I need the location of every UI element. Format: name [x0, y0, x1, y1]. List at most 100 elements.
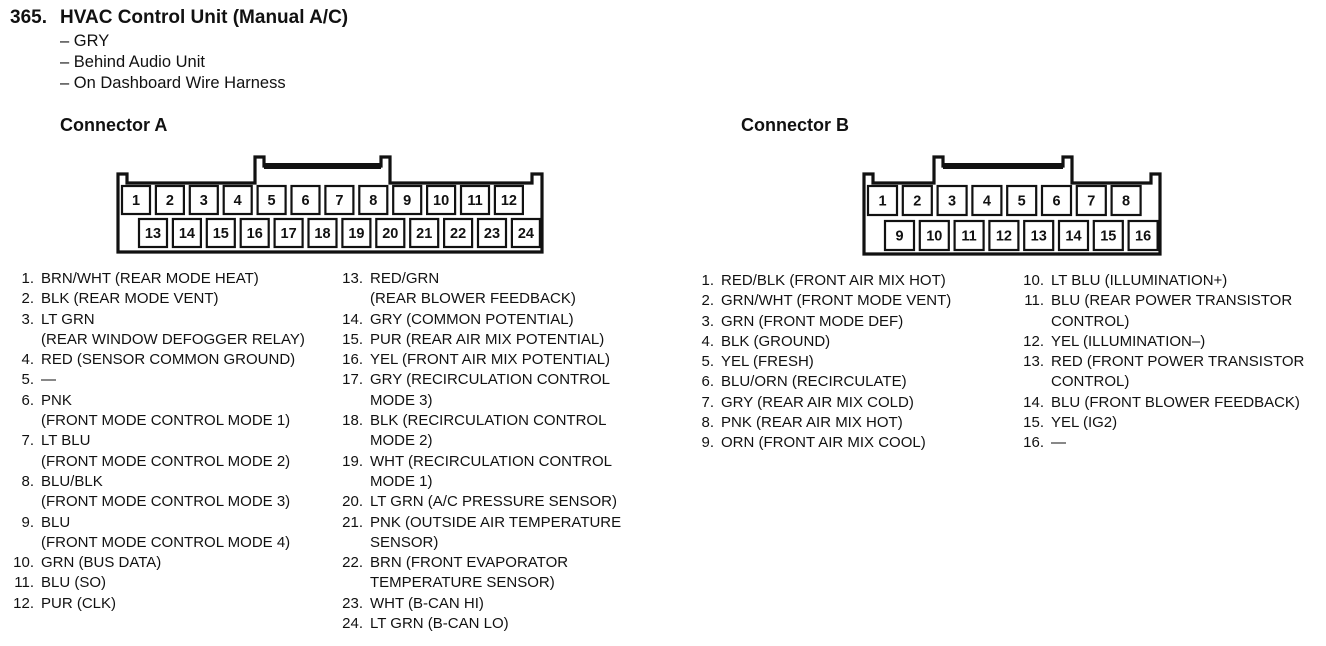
pin-number: 23 [484, 226, 500, 242]
connector-a-title: Connector A [60, 115, 168, 135]
pin-list-number: 18. [342, 412, 363, 430]
pin-list-description: PNK (REAR AIR MIX HOT) [721, 414, 903, 432]
pin-list-item: 19.WHT (RECIRCULATION CONTROL MODE 1) [339, 452, 621, 493]
pin-list-number: 9. [21, 513, 34, 531]
pin-list-description: RED/GRN (REAR BLOWER FEEDBACK) [370, 270, 576, 308]
pin-list-item: 12.PUR (CLK) [10, 594, 305, 614]
pin-list-item: 14.GRY (COMMON POTENTIAL) [339, 310, 621, 330]
pin-list-description: BLK (RECIRCULATION CONTROL MODE 2) [370, 412, 607, 450]
pin-cavity [137, 217, 169, 249]
pin-list-item: 2.BLK (REAR MODE VENT) [10, 289, 305, 309]
pin-list-item: 8.BLU/BLK (FRONT MODE CONTROL MODE 3) [10, 472, 305, 513]
pin-list-item: 18. BLK (RECIRCULATION CONTROL MODE 2) [339, 411, 621, 452]
pin-cavity [154, 184, 185, 216]
pin-list-number: 8. [701, 414, 714, 432]
pin-list-description: YEL (FRONT AIR MIX POTENTIAL) [370, 351, 611, 369]
pin-list-number: 7. [701, 393, 714, 411]
pin-list-item: 4.RED (SENSOR COMMON GROUND) [10, 350, 305, 370]
pin-list-item: 10.LT BLU (ILLUMINATION+) [1020, 271, 1304, 291]
pin-list-description: GRN (FRONT MODE DEF) [721, 312, 904, 330]
pin-number: 14 [179, 226, 195, 242]
pin-cavity [988, 219, 1020, 252]
pin-list-item: 5.— [10, 370, 305, 390]
pin-cavity [493, 184, 524, 216]
pin-list-description: — [41, 371, 56, 389]
pin-list-number: 1. [701, 272, 714, 289]
pin-list-number: 6. [701, 373, 714, 391]
pin-list-description: PNK (FRONT MODE CONTROL MODE 1) [41, 391, 291, 430]
pin-cavity [1057, 219, 1090, 252]
connector-b-title: Connector B [741, 115, 849, 135]
pin-number: 24 [518, 226, 534, 242]
pin-list-item: 6.PNK (FRONT MODE CONTROL MODE 1) [10, 391, 305, 432]
pin-list-description: YEL (ILLUMINATION–) [1051, 332, 1206, 350]
detail-color: – GRY [60, 32, 110, 50]
pin-list-number: 11. [1024, 292, 1044, 310]
pin-number: 16 [1135, 229, 1151, 245]
pin-list-description: GRY (COMMON POTENTIAL) [370, 310, 574, 328]
pin-list-description: BLU (FRONT BLOWER FEEDBACK) [1051, 393, 1300, 411]
pin-list-description: LT GRN (B-CAN LO) [370, 615, 509, 633]
pin-list-description: GRY (REAR AIR MIX COLD) [721, 393, 914, 411]
pin-number: 17 [281, 226, 297, 242]
pin-list-number: 16. [342, 351, 363, 369]
pin-number: 14 [1065, 229, 1081, 245]
pin-list-item: 24.LT GRN (B-CAN LO) [339, 614, 621, 634]
pin-list-number: 17. [342, 371, 363, 389]
pin-list-item: 4.BLK (GROUND) [690, 332, 951, 352]
pin-cavity [1092, 219, 1124, 252]
pin-list-description: WHT (RECIRCULATION CONTROL MODE 1) [370, 452, 612, 490]
pin-number: 9 [895, 229, 903, 245]
pin-list-number: 13. [342, 270, 363, 287]
pin-list-item: 21.PNK (OUTSIDE AIR TEMPERATURE SENSOR) [339, 513, 621, 554]
pin-number: 8 [1122, 194, 1130, 210]
connector-b-pinlist-2: 10.LT BLU (ILLUMINATION+)11.BLU (REAR PO… [1020, 271, 1304, 454]
detail-harness: – On Dashboard Wire Harness [60, 74, 286, 92]
pin-number: 12 [501, 193, 517, 209]
pin-list-number: 10. [13, 554, 34, 572]
pin-number: 6 [301, 193, 309, 209]
connector-b-pinlist-1: 1.RED/BLK (FRONT AIR MIX HOT)2.GRN/WHT (… [690, 271, 951, 454]
pin-list-item: 15.PUR (REAR AIR MIX POTENTIAL) [339, 330, 621, 350]
pin-list-description: GRN/WHT (FRONT MODE VENT) [721, 292, 952, 310]
pin-list-description: BRN/WHT (REAR MODE HEAT) [41, 270, 259, 287]
pin-cavity [341, 217, 372, 249]
pin-number: 15 [1100, 229, 1116, 245]
pin-list-description: BRN (FRONT EVAPORATOR TEMPERATURE SENSOR… [370, 554, 569, 592]
pin-cavity [1023, 219, 1055, 252]
pin-number: 6 [1052, 194, 1060, 210]
pin-cavity [953, 219, 985, 252]
pin-number: 1 [878, 194, 886, 210]
pin-cavity [1127, 219, 1159, 252]
pin-number: 11 [961, 229, 976, 245]
pin-list-number: 13. [1023, 353, 1044, 371]
pin-list-item: 1.RED/BLK (FRONT AIR MIX HOT) [690, 271, 951, 291]
pin-cavity [358, 184, 389, 216]
pin-cavity [222, 184, 253, 216]
pin-list-number: 2. [21, 290, 34, 308]
connector-a-outline [116, 155, 544, 254]
pin-number: 4 [234, 193, 242, 209]
pin-list-description: BLU (FRONT MODE CONTROL MODE 4) [41, 513, 291, 551]
pin-number: 4 [983, 194, 991, 210]
pin-list-description: RED (SENSOR COMMON GROUND) [41, 351, 296, 369]
pin-list-number: 23. [342, 594, 363, 612]
pin-number: 5 [1018, 194, 1026, 210]
pin-cavity [426, 184, 457, 216]
pin-list-item: 17.GRY (RECIRCULATION CONTROL MODE 3) [339, 370, 621, 411]
pin-list-item: 7.LT BLU (FRONT MODE CONTROL MODE 2) [10, 431, 305, 472]
pin-cavity [171, 217, 202, 249]
pin-list-number: 3. [701, 312, 714, 330]
pin-cavity [120, 184, 152, 216]
pin-list-item: 2.GRN/WHT (FRONT MODE VENT) [690, 291, 951, 311]
pin-list-number: 22. [342, 554, 363, 572]
pin-cavity [901, 184, 933, 217]
pin-number: 1 [132, 193, 140, 209]
pin-cavity [1040, 184, 1073, 217]
pin-number: 19 [348, 226, 364, 242]
pin-list-item: 8. PNK (REAR AIR MIX HOT) [690, 413, 951, 433]
pin-number: 16 [247, 226, 263, 242]
location-details: – GRY – Behind Audio Unit – On Dashboard… [60, 31, 286, 94]
connector-a-pinlist-1: 1.BRN/WHT (REAR MODE HEAT)2.BLK (REAR MO… [10, 269, 305, 614]
